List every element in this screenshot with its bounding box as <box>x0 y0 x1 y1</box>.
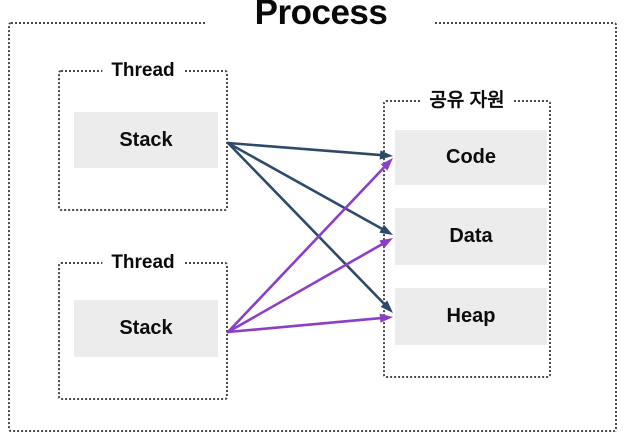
process-title: Process <box>207 0 435 30</box>
shared-code-cell: Code <box>395 130 547 185</box>
thread-group-1-label: Thread <box>102 60 184 82</box>
thread-group-2-label: Thread <box>102 252 184 274</box>
thread-group-1: Thread <box>58 60 228 211</box>
shared-data-cell: Data <box>395 208 547 265</box>
thread-1-stack-cell: Stack <box>74 112 218 168</box>
thread-2-stack-cell: Stack <box>74 300 218 357</box>
shared-resources-label: 공유 자원 <box>420 90 514 112</box>
shared-heap-cell: Heap <box>395 288 547 345</box>
